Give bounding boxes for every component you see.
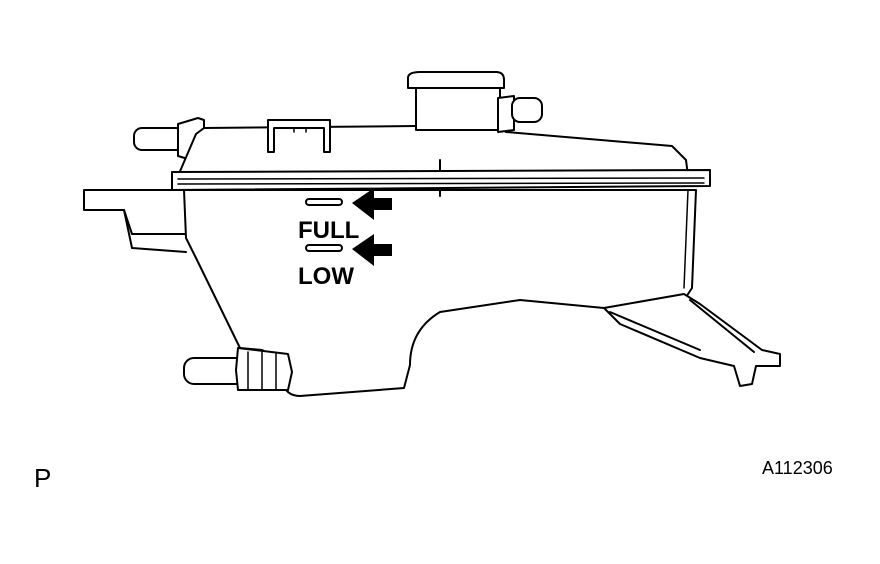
filler-cap bbox=[407, 71, 505, 131]
figure-id-label: A112306 bbox=[762, 458, 833, 478]
full-arrow-icon bbox=[352, 188, 392, 220]
cover-clip-tab bbox=[267, 119, 331, 153]
low-arrow-icon bbox=[352, 234, 392, 266]
lower-outlet-hose-nipple bbox=[183, 347, 293, 391]
left-mounting-bracket bbox=[83, 189, 187, 253]
seam-flange bbox=[171, 169, 711, 191]
view-code-label: P bbox=[34, 463, 51, 493]
right-mounting-foot bbox=[603, 293, 781, 387]
low-level-label: LOW bbox=[298, 263, 354, 290]
upper-right-hose-nipple bbox=[497, 95, 543, 133]
upper-tank-cover bbox=[177, 125, 689, 177]
full-level-label: FULL bbox=[298, 217, 359, 244]
full-level-mark bbox=[305, 198, 343, 206]
low-level-mark bbox=[305, 244, 343, 252]
